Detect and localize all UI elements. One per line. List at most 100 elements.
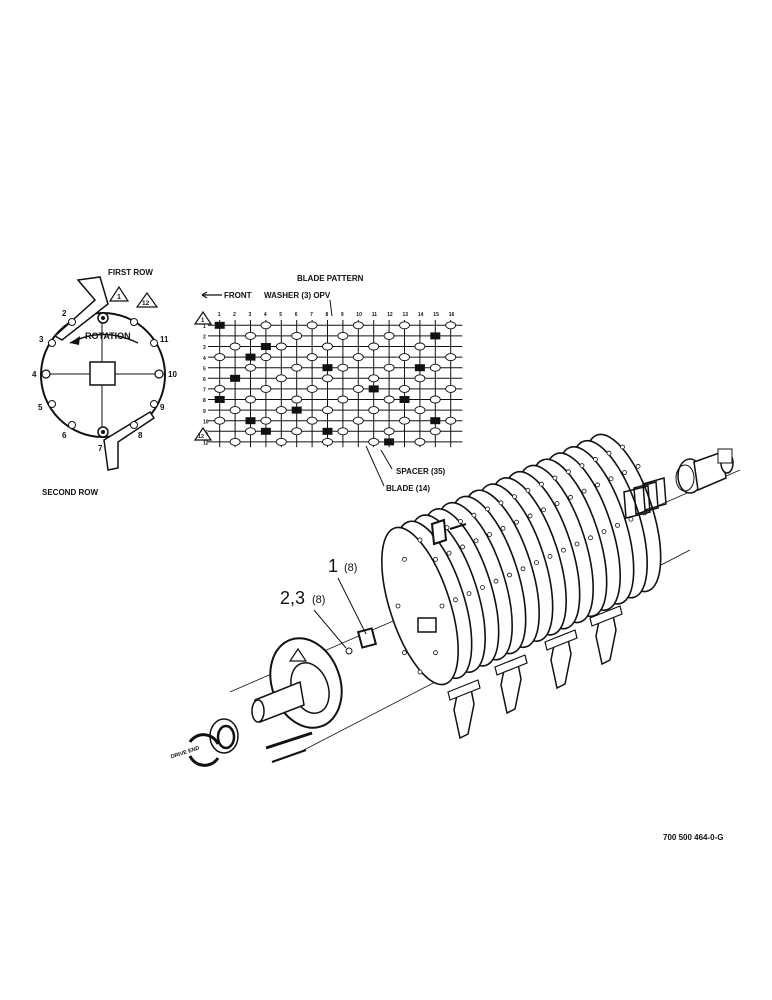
column-number: 4 bbox=[264, 312, 267, 318]
spacer-cell bbox=[275, 406, 287, 415]
blade-label: BLADE (14) bbox=[386, 484, 430, 493]
disc-hole bbox=[539, 481, 544, 487]
drawing-part-number: 700 500 464-0-G bbox=[663, 833, 724, 842]
circle-number: 8 bbox=[138, 431, 143, 440]
blade-cell bbox=[368, 385, 379, 393]
callout-2-3: 2,3 bbox=[280, 588, 305, 608]
disc-hole bbox=[554, 501, 560, 506]
disc-hole bbox=[493, 578, 499, 584]
bolt-hole bbox=[130, 421, 138, 429]
column-number: 6 bbox=[295, 312, 298, 318]
blade-cell bbox=[430, 332, 441, 340]
row-number: 12 bbox=[203, 441, 209, 447]
disc-hole bbox=[622, 470, 627, 475]
blade-cell bbox=[245, 417, 256, 425]
disc-hole bbox=[402, 650, 407, 656]
disc-hole bbox=[402, 556, 407, 562]
spacer-cell bbox=[260, 353, 272, 362]
spacer-cell bbox=[306, 321, 318, 330]
warning-triangle-icon: 12 bbox=[193, 426, 213, 441]
spacer-cell bbox=[245, 331, 256, 340]
row-number: 3 bbox=[203, 345, 206, 351]
rotor-assembly: DRIVE END 1 (8) 2,3 (8) bbox=[170, 433, 741, 767]
spacer-cell bbox=[337, 331, 349, 340]
top-bracket bbox=[430, 518, 448, 546]
warning-triangle-icon bbox=[288, 647, 308, 662]
column-number: 7 bbox=[310, 312, 313, 318]
holder-clamp bbox=[589, 605, 623, 627]
spacer-cell bbox=[352, 384, 364, 393]
disc-hole bbox=[574, 541, 580, 547]
blade-cell bbox=[291, 406, 302, 414]
disc-hole bbox=[547, 554, 553, 559]
spacer-cell bbox=[399, 416, 410, 425]
spacer-cell bbox=[322, 342, 333, 351]
warning-triangle-icon: 1 bbox=[108, 285, 130, 302]
blade-cell bbox=[260, 343, 271, 350]
disc-hole bbox=[520, 566, 526, 572]
spacer-cell bbox=[352, 321, 364, 330]
spacer-cell bbox=[306, 353, 318, 362]
disc-hole bbox=[485, 506, 490, 512]
second-row-label: SECOND ROW bbox=[42, 488, 98, 497]
blade-disc bbox=[381, 526, 459, 686]
column-number: 2 bbox=[233, 312, 236, 318]
circle-number: 3 bbox=[39, 335, 44, 344]
row-number: 4 bbox=[203, 356, 206, 362]
spacer-cell bbox=[445, 353, 457, 362]
disc-hole bbox=[579, 463, 585, 469]
washer-label: WASHER (3) OPV bbox=[264, 291, 331, 300]
bolt-hole bbox=[48, 400, 56, 408]
circle-number: 6 bbox=[62, 431, 67, 440]
square-washer bbox=[356, 627, 378, 649]
row-number: 10 bbox=[203, 419, 209, 425]
disc-hole bbox=[480, 585, 485, 590]
svg-text:12: 12 bbox=[142, 300, 150, 307]
spacer-cell bbox=[368, 406, 380, 415]
blade-cell bbox=[430, 417, 441, 425]
blade-cell bbox=[322, 427, 333, 435]
spacer-cell bbox=[306, 384, 318, 393]
bolt-hole bbox=[68, 318, 76, 326]
circle-number: 9 bbox=[160, 403, 165, 412]
row-number: 5 bbox=[203, 366, 206, 372]
callout-1-leader bbox=[337, 577, 367, 635]
disc-hole bbox=[593, 456, 598, 462]
spacer-cell bbox=[291, 331, 303, 340]
drive-end-label: DRIVE END bbox=[170, 745, 200, 760]
spacer-cell bbox=[414, 374, 426, 383]
top-bolt bbox=[449, 523, 467, 530]
blade-holders bbox=[447, 605, 623, 740]
spacer-cell bbox=[383, 363, 395, 372]
disc-hole bbox=[635, 463, 641, 469]
circle-number: 11 bbox=[160, 335, 169, 344]
spacer-cell bbox=[429, 363, 441, 372]
front-arrow bbox=[201, 291, 222, 299]
disc-hole bbox=[466, 591, 472, 596]
spacer-cell bbox=[322, 406, 333, 415]
disc-hole bbox=[473, 538, 479, 544]
circle-number: 4 bbox=[32, 370, 37, 379]
spacer-cell bbox=[445, 384, 457, 393]
disc-hole bbox=[608, 476, 614, 482]
callout-1: 1 bbox=[328, 556, 338, 576]
bolt-hole bbox=[101, 316, 105, 320]
spacer-cell bbox=[229, 437, 241, 446]
disc-hole bbox=[581, 488, 587, 494]
disc-hole bbox=[433, 556, 438, 562]
gasket-set bbox=[623, 477, 667, 519]
spacer-cell bbox=[275, 374, 287, 383]
spacer-cell bbox=[245, 427, 256, 436]
disc-hole bbox=[552, 475, 558, 481]
spacer-cell bbox=[414, 437, 426, 446]
disc-hole bbox=[417, 669, 423, 675]
spacer-cell bbox=[414, 406, 426, 415]
blade-cell bbox=[322, 364, 333, 372]
column-number: 16 bbox=[449, 312, 455, 318]
disc-hole bbox=[417, 537, 423, 543]
rotation-arrowhead bbox=[70, 336, 80, 345]
circle-number: 2 bbox=[62, 309, 67, 318]
disc-hole bbox=[615, 523, 620, 528]
bolt-hole bbox=[68, 421, 76, 429]
